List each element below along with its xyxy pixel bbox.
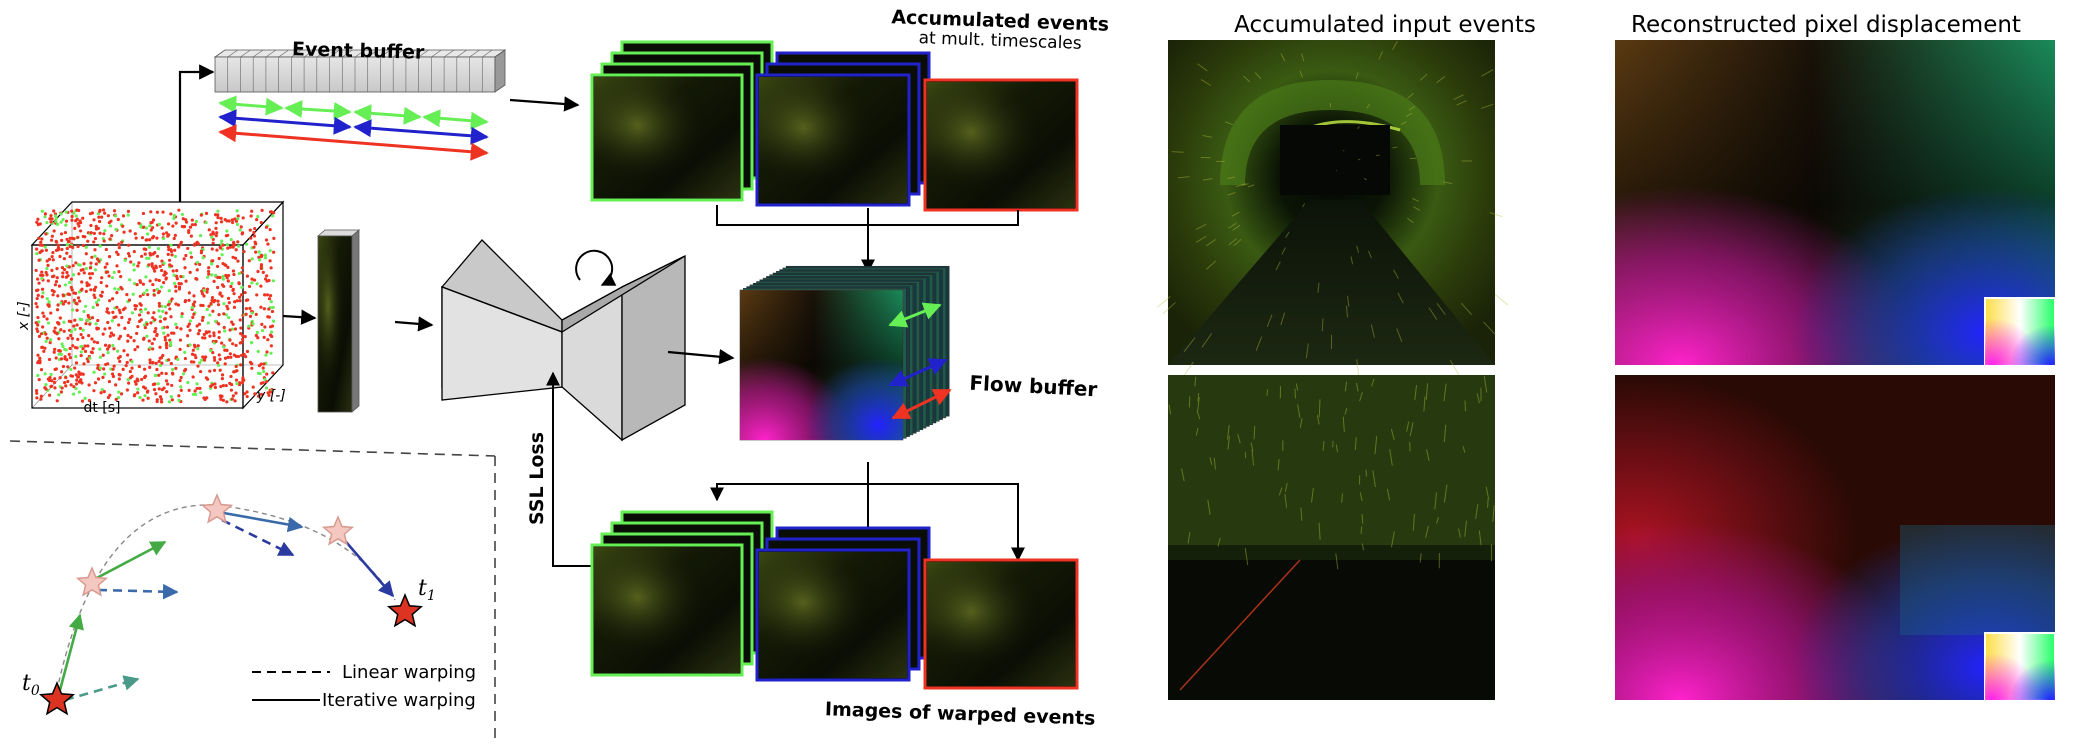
events-image-tunnel [1157,40,1509,379]
event-slice [316,229,361,413]
event-volume-cube [30,200,285,410]
t1-label: t1 [418,576,436,604]
flow-buffer-block [739,265,952,441]
buffer-to-accumulated-arrow [509,96,580,112]
events-image-road [1168,375,1495,700]
warped-title: Images of warped events [825,698,1096,729]
ssl-loss-arrow [546,371,592,567]
axis-dt-label: dt [s] [83,400,120,416]
warping-legend: Linear warping Iterative warping [252,662,476,711]
panel-title-input-events: Accumulated input events [1234,12,1536,38]
cube-to-slice-arrow [282,309,317,325]
iterative-warping-label: Iterative warping [322,690,476,711]
network-hourglass [440,239,686,442]
buffer-timescale-arrows [218,95,489,161]
t0-label: t0 [22,671,40,699]
event-buffer-block [213,49,507,93]
axis-x-label: x [-] [16,301,32,331]
event-buffer-title: Event buffer [292,38,425,63]
warped-events-stacks [590,510,1079,690]
accumulated-events-stacks [590,40,1079,212]
flow-buffer-title: Flow buffer [969,371,1098,402]
linear-warping-label: Linear warping [342,662,476,683]
displacement-image-2 [1615,375,2055,700]
event-dots [34,208,276,404]
flow-color-key-1 [1984,297,2056,366]
displacement-image-1 [1615,40,2055,365]
ssl-loss-label: SSL Loss [526,432,548,525]
flow-color-key-2 [1984,632,2056,701]
accumulated-merge-connectors [716,205,1019,274]
network-to-flow-arrow [667,349,735,365]
cube-to-buffer-arrow [178,64,215,202]
warping-inset [9,440,496,740]
slice-to-network-arrow [394,316,434,332]
recurrent-loop-icon [575,249,617,286]
panel-title-pixel-displacement: Reconstructed pixel displacement [1631,12,2021,38]
axis-y-label: y [-] [256,388,286,404]
